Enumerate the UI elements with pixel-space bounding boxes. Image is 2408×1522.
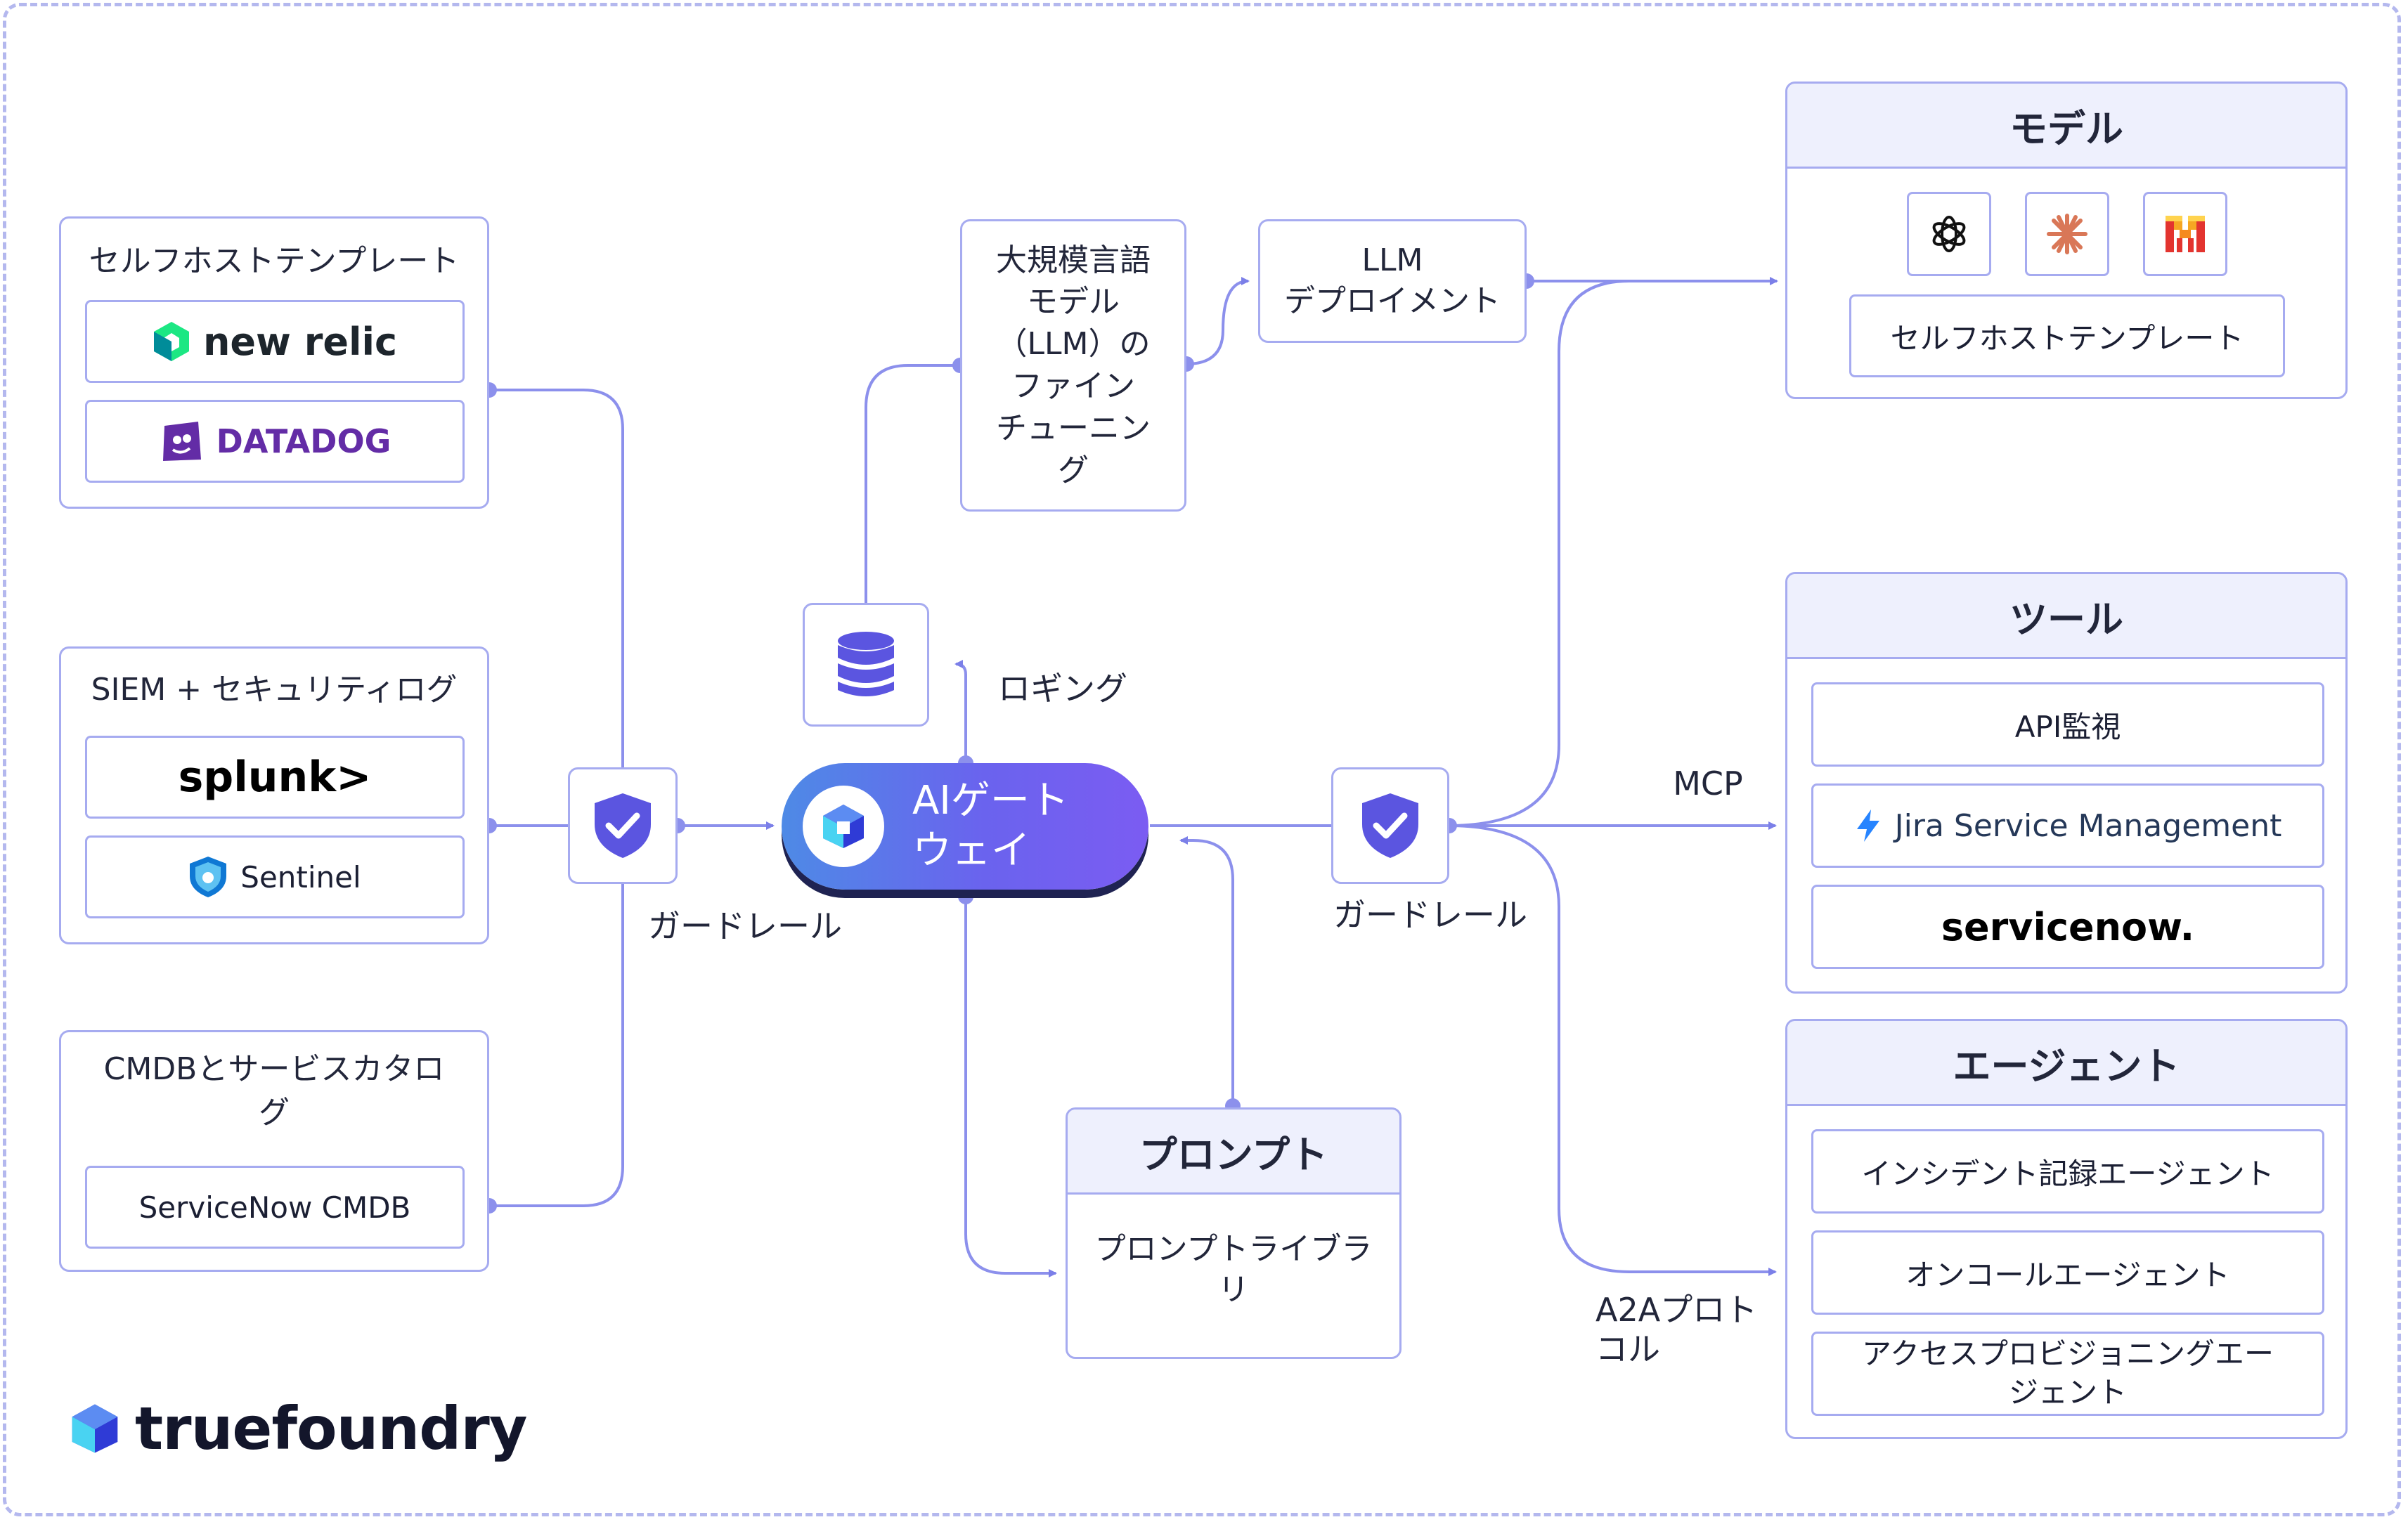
mistral-tile[interactable] <box>2143 192 2227 276</box>
datadog-card[interactable]: DATADOG <box>85 400 465 483</box>
prompt-library-line2: リ <box>1218 1272 1249 1308</box>
shield-check-icon <box>1362 793 1418 858</box>
prompt-library[interactable]: プロンプトライブラ リ <box>1068 1229 1399 1310</box>
servicenow-cmdb-card[interactable]: ServiceNow CMDB <box>85 1166 465 1249</box>
prompt-library-line1: プロンプトライブラ <box>1094 1231 1373 1267</box>
finetune-to-deploy-line <box>1186 277 1250 365</box>
agents-box: エージェント インシデント記録エージェント オンコールエージェント アクセスプロ… <box>1785 1019 2348 1439</box>
finetune-line2: モデル <box>1027 284 1120 320</box>
tools-title: ツール <box>1787 574 2345 659</box>
shield-check-icon <box>595 793 651 858</box>
access-provisioning-agent-card[interactable]: アクセスプロビジョニングエー ジェント <box>1811 1332 2324 1416</box>
right-guardrail-label: ガードレール <box>1333 896 1527 934</box>
sentinel-icon <box>190 857 227 897</box>
agents-title: エージェント <box>1787 1021 2345 1106</box>
datadog-icon <box>162 422 201 461</box>
api-monitoring-card[interactable]: API監視 <box>1811 682 2324 767</box>
tools-box: ツール API監視 Jira Service Management servic… <box>1785 572 2348 994</box>
cmdb-box: CMDBとサービスカタロ グ ServiceNow CMDB <box>59 1030 489 1272</box>
servicenow-label: servicenow. <box>1941 904 2195 949</box>
siem-box: SIEM + セキュリティログ splunk> Sentinel <box>59 646 489 944</box>
finetune-line3: （LLM）の <box>996 326 1151 363</box>
splunk-label: splunk> <box>178 753 372 802</box>
brand-logo: truefoundry <box>67 1394 528 1463</box>
a2a-label: A2Aプロト コル <box>1595 1290 1764 1369</box>
lightning-icon <box>1856 809 1879 842</box>
sentinel-label: Sentinel <box>240 859 361 895</box>
siem-title: SIEM + セキュリティログ <box>91 672 458 708</box>
openai-tile[interactable] <box>1907 192 1991 276</box>
prompt-to-gateway-line <box>1179 836 1234 1106</box>
self-hosted-models-label: セルフホストテンプレート <box>1890 320 2244 356</box>
cmdb-title-line1: CMDBとサービスカタロ <box>103 1051 445 1087</box>
guardrail-to-agents-line <box>1447 824 1777 1276</box>
newrelic-icon <box>153 322 189 361</box>
ai-gateway[interactable]: AIゲート ウェイ <box>782 763 1148 890</box>
gateway-to-prompt-line <box>964 895 1057 1277</box>
jira-label: Jira Service Management <box>1894 807 2282 844</box>
finetune-line1: 大規模言語 <box>996 242 1151 278</box>
mcp-label: MCP <box>1673 765 1743 802</box>
finetune-line5: チューニン <box>996 410 1151 446</box>
cmdb-title: CMDBとサービスカタロ グ <box>61 1048 487 1134</box>
deployment-line1: LLM <box>1361 242 1423 278</box>
mistral-icon <box>2166 216 2205 252</box>
truefoundry-logo-icon <box>803 786 884 867</box>
prompt-title: プロンプト <box>1068 1110 1399 1195</box>
newrelic-card[interactable]: new relic <box>85 300 465 383</box>
deployment-text: LLM デプロイメント <box>1284 240 1501 322</box>
self-hosted-models-card[interactable]: セルフホストテンプレート <box>1849 294 2285 377</box>
a2a-label-line1: A2Aプロト <box>1595 1291 1758 1329</box>
sentinel-card[interactable]: Sentinel <box>85 835 465 918</box>
brand-name: truefoundry <box>135 1394 528 1463</box>
a2a-label-line2: コル <box>1595 1330 1660 1369</box>
db-to-finetune-line <box>865 364 960 603</box>
observability-title: セルフホストテンプレート <box>89 243 460 279</box>
deployment-line2: デプロイメント <box>1284 283 1501 319</box>
splunk-card[interactable]: splunk> <box>85 736 465 819</box>
prompt-box: プロンプト プロンプトライブラ リ <box>1066 1107 1402 1359</box>
gateway-to-logging-line <box>954 660 967 763</box>
access-agent-line1: アクセスプロビジョニングエー <box>1862 1336 2274 1372</box>
guardrail-to-models-line <box>1447 280 1630 827</box>
ai-gateway-line1: AIゲート <box>912 778 1069 824</box>
servicenow-card[interactable]: servicenow. <box>1811 885 2324 969</box>
finetune-line6: グ <box>1058 452 1089 488</box>
servicenow-cmdb-label: ServiceNow CMDB <box>138 1190 411 1225</box>
datadog-label: DATADOG <box>216 422 391 460</box>
oncall-agent-label: オンコールエージェント <box>1905 1257 2230 1292</box>
finetune-line4: ファイン <box>1011 368 1135 404</box>
models-title: モデル <box>1787 84 2345 169</box>
ai-gateway-line2: ウェイ <box>912 828 1030 873</box>
models-box: モデル <box>1785 82 2348 399</box>
logging-db-tile[interactable] <box>803 603 929 727</box>
logging-label: ロギング <box>998 670 1127 708</box>
access-agent-line2: ジェント <box>2008 1375 2127 1410</box>
deployment-box: LLM デプロイメント <box>1258 219 1527 343</box>
left-guardrail-label: ガードレール <box>648 907 842 945</box>
newrelic-label: new relic <box>202 319 398 364</box>
diagram-frame <box>3 3 2401 1516</box>
finetune-text: 大規模言語 モデル （LLM）の ファイン チューニン グ <box>996 240 1151 492</box>
incident-agent-label: インシデント記録エージェント <box>1861 1156 2274 1191</box>
observability-box: セルフホストテンプレート new relic DATADOG <box>59 216 489 509</box>
api-monitoring-label: API監視 <box>2014 709 2121 744</box>
ai-gateway-text: AIゲート ウェイ <box>912 776 1069 876</box>
oncall-agent-card[interactable]: オンコールエージェント <box>1811 1230 2324 1315</box>
cmdb-title-line2: グ <box>259 1094 290 1131</box>
left-guardrail-tile[interactable] <box>568 767 678 884</box>
openai-icon <box>1932 216 1966 252</box>
truefoundry-logo-icon <box>72 1404 118 1453</box>
jira-card[interactable]: Jira Service Management <box>1811 783 2324 868</box>
right-guardrail-tile[interactable] <box>1331 767 1449 884</box>
finetune-box: 大規模言語 モデル （LLM）の ファイン チューニン グ <box>960 219 1186 512</box>
incident-agent-card[interactable]: インシデント記録エージェント <box>1811 1129 2324 1214</box>
database-icon <box>838 632 894 696</box>
anthropic-icon <box>2047 214 2087 254</box>
anthropic-tile[interactable] <box>2025 192 2109 276</box>
